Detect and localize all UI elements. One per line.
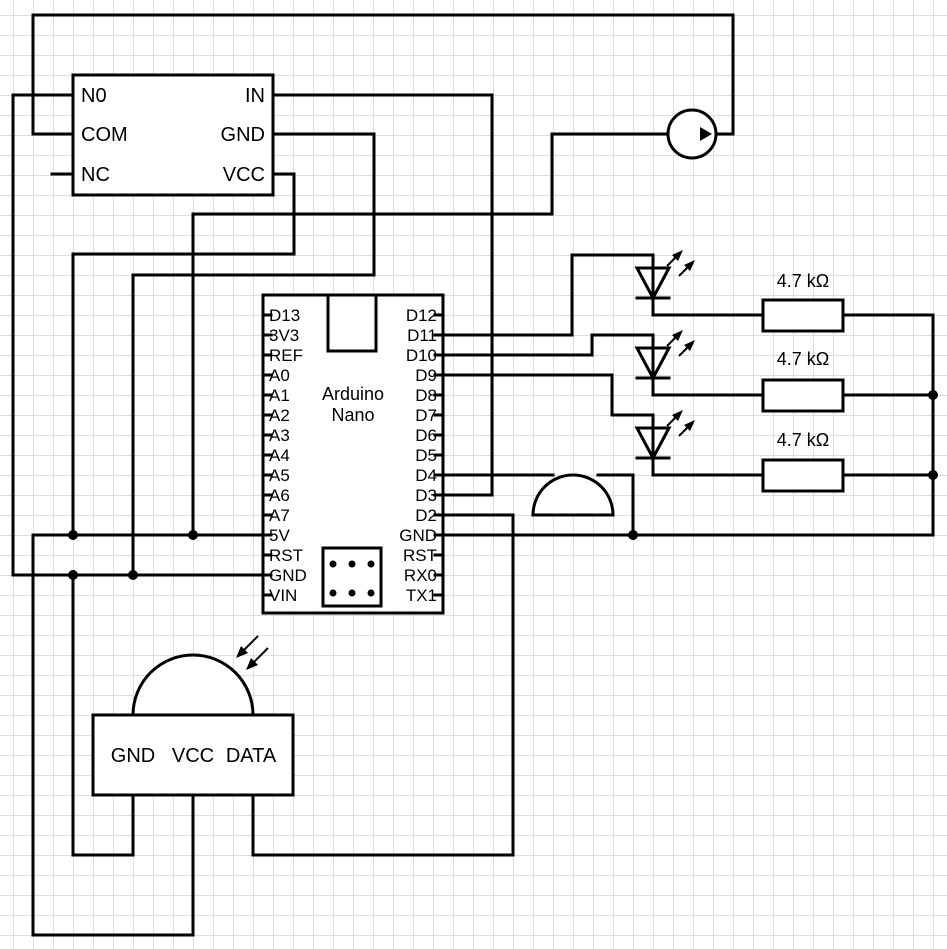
light-sensor-icon bbox=[131, 653, 255, 717]
wire-in-d3 bbox=[272, 93, 494, 497]
arduino-pin-d11-right: D11 bbox=[407, 326, 437, 345]
arduino-pin-rx0-right: RX0 bbox=[404, 566, 437, 585]
arduino-nano: Arduino Nano D133V3REFA0A1A2A3A4A5A6A75V… bbox=[261, 293, 445, 615]
arduino-pin-a4: A4 bbox=[269, 446, 290, 465]
arduino-pin-gnd: GND bbox=[269, 566, 307, 585]
arduino-pin-d10-right: D10 bbox=[406, 346, 437, 365]
wire-led1-r1 bbox=[651, 298, 765, 317]
resistor-1 bbox=[761, 298, 845, 333]
wire-d11-led1 bbox=[440, 253, 655, 337]
arduino-pin-d6-right: D6 bbox=[415, 426, 437, 445]
junction-dot bbox=[928, 390, 938, 400]
pump-motor-icon bbox=[666, 108, 718, 160]
junction-dot bbox=[188, 530, 198, 540]
arduino-pin-5v: 5V bbox=[269, 526, 290, 545]
icsp-header bbox=[321, 546, 383, 608]
wire-led2-r2 bbox=[651, 378, 765, 397]
arduino-pin-a1: A1 bbox=[269, 386, 290, 405]
arduino-pin-d2-right: D2 bbox=[415, 506, 437, 525]
arduino-pin-a7: A7 bbox=[269, 506, 290, 525]
relay-pin-nc: NC bbox=[81, 164, 110, 186]
sensor-pin-vcc: VCC bbox=[172, 745, 214, 767]
resistor-group: 4.7 kΩ 4.7 kΩ 4.7 kΩ bbox=[761, 271, 845, 493]
wire-relay-gnd bbox=[131, 132, 376, 577]
wire-buzzer-gnd bbox=[596, 473, 635, 537]
arduino-pin-d9-right: D9 bbox=[415, 366, 437, 385]
arduino-pin-d4-right: D4 bbox=[415, 466, 437, 485]
sensor-pin-data: DATA bbox=[226, 745, 277, 767]
arduino-pin-d5-right: D5 bbox=[415, 446, 437, 465]
wire-right-gnd bbox=[440, 313, 935, 537]
junction-dot bbox=[628, 530, 638, 540]
relay-pin-vcc: VCC bbox=[223, 164, 265, 186]
junction-dot bbox=[68, 530, 78, 540]
arduino-pin-d3-right: D3 bbox=[415, 486, 437, 505]
junction-dot bbox=[128, 570, 138, 580]
wire-d2-data bbox=[251, 513, 515, 857]
wire-pump-5v bbox=[191, 132, 670, 537]
wire-5v-bus bbox=[31, 533, 267, 937]
resistor-1-label: 4.7 kΩ bbox=[777, 271, 829, 291]
wire-d9-led3 bbox=[440, 373, 655, 430]
arduino-pin-a5: A5 bbox=[269, 466, 290, 485]
arduino-pin-gnd-right: GND bbox=[399, 526, 437, 545]
wire-d10-led2 bbox=[440, 333, 655, 357]
icsp-pin bbox=[329, 560, 337, 568]
relay-module: N0 COM NC IN GND VCC bbox=[71, 73, 275, 197]
arduino-pin-d12-right: D12 bbox=[406, 306, 437, 325]
icsp-pin bbox=[348, 560, 356, 568]
arduino-pin-a0: A0 bbox=[269, 366, 290, 385]
resistor-2-label: 4.7 kΩ bbox=[777, 349, 829, 369]
resistor-3 bbox=[761, 458, 845, 493]
arduino-pin-d8-right: D8 bbox=[415, 386, 437, 405]
arduino-pin-d13: D13 bbox=[269, 306, 300, 325]
arduino-pin-a2: A2 bbox=[269, 406, 290, 425]
wire-n0-gnd bbox=[11, 93, 267, 577]
arduino-pin-3v3: 3V3 bbox=[269, 326, 299, 345]
icsp-pin bbox=[329, 589, 337, 597]
led-icon bbox=[634, 410, 695, 462]
icsp-pin bbox=[367, 560, 375, 568]
relay-pin-in: IN bbox=[245, 85, 265, 107]
sensor-body bbox=[91, 713, 295, 797]
relay-pin-n0: N0 bbox=[81, 85, 107, 107]
wire-gnd-sensor bbox=[71, 573, 135, 857]
relay-pin-gnd: GND bbox=[221, 124, 265, 146]
arduino-pin-tx1-right: TX1 bbox=[406, 586, 437, 605]
arduino-pin-a6: A6 bbox=[269, 486, 290, 505]
wire-led3-r3 bbox=[651, 458, 765, 477]
arduino-title-line1: Arduino bbox=[322, 384, 384, 404]
junctions bbox=[68, 390, 938, 580]
wire-relay-vcc bbox=[71, 172, 296, 537]
icsp-pin bbox=[367, 589, 375, 597]
usb-port bbox=[326, 293, 378, 353]
resistor-2 bbox=[761, 378, 845, 413]
led-group bbox=[634, 250, 695, 462]
led-icon bbox=[634, 330, 695, 382]
wire-com-pump bbox=[31, 13, 735, 136]
arduino-pin-vin: VIN bbox=[269, 586, 297, 605]
incoming-light-arrows-icon bbox=[236, 635, 269, 670]
resistor-3-label: 4.7 kΩ bbox=[777, 430, 829, 450]
junction-dot bbox=[928, 470, 938, 480]
relay-body bbox=[71, 73, 275, 197]
light-sensor-module: GND VCC DATA bbox=[91, 635, 295, 797]
arduino-pin-a3: A3 bbox=[269, 426, 290, 445]
sensor-pin-gnd: GND bbox=[111, 745, 155, 767]
junction-dot bbox=[68, 570, 78, 580]
arduino-title-line2: Nano bbox=[331, 405, 374, 425]
buzzer-icon bbox=[531, 473, 615, 517]
led-icon bbox=[634, 250, 695, 302]
arduino-pin-rst-right: RST bbox=[403, 546, 437, 565]
icsp-pin bbox=[348, 589, 356, 597]
arduino-pin-rst: RST bbox=[269, 546, 303, 565]
relay-pin-com: COM bbox=[81, 124, 128, 146]
arduino-pin-d7-right: D7 bbox=[415, 406, 437, 425]
arduino-pin-ref: REF bbox=[269, 346, 303, 365]
wires bbox=[11, 13, 935, 937]
